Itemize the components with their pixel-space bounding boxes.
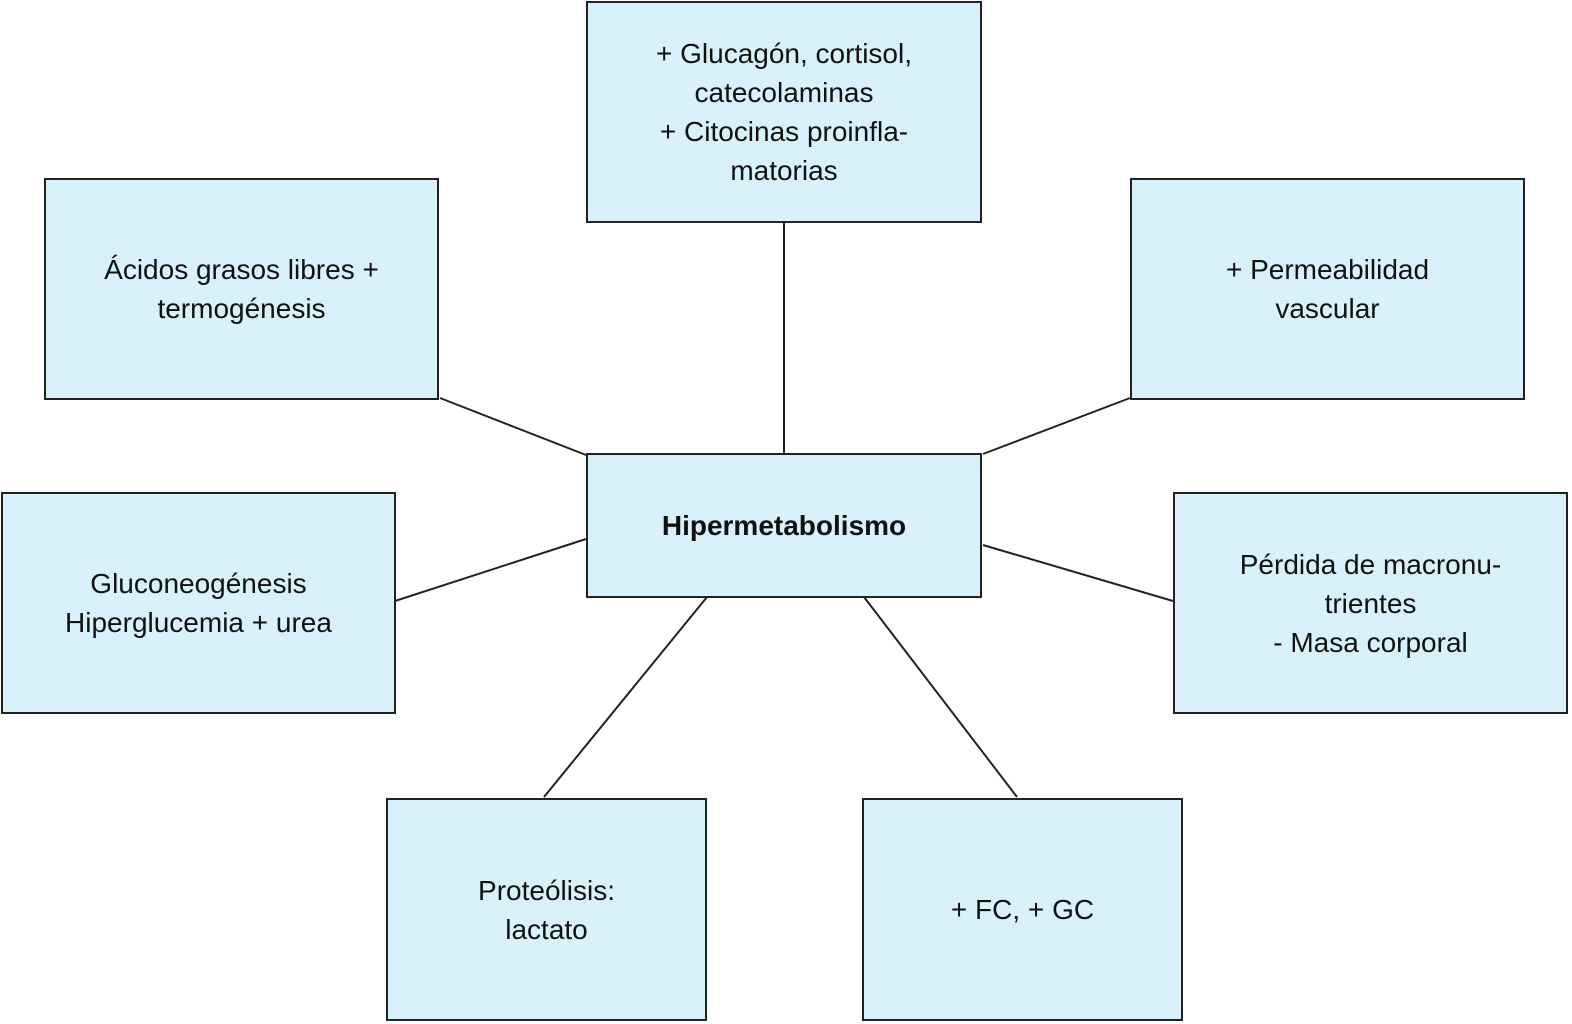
node-top-label: + Glucagón, cortisol, catecolaminas + Ci…	[655, 38, 913, 186]
node-top-left-label: Ácidos grasos libres + termogénesis	[104, 254, 379, 324]
connector-right	[982, 544, 1174, 602]
connector-bottom-left	[543, 596, 708, 798]
connector-top-left	[439, 397, 587, 456]
node-right-label: Pérdida de macronu- trientes - Masa corp…	[1239, 548, 1502, 658]
node-left-label: Gluconeogénesis Hiperglucemia + urea	[65, 568, 332, 638]
node-top-right-label: + Permeabilidad vascular	[1225, 254, 1430, 324]
node-center-label: Hipermetabolismo	[661, 510, 907, 541]
node-bottom-right: + FC, + GC	[862, 798, 1183, 1021]
node-right: Pérdida de macronu- trientes - Masa corp…	[1173, 492, 1568, 714]
node-bottom-right-label: + FC, + GC	[950, 894, 1095, 925]
node-left: Gluconeogénesis Hiperglucemia + urea	[1, 492, 396, 714]
node-bottom-left: Proteólisis: lactato	[386, 798, 707, 1021]
node-bottom-left-label: Proteólisis: lactato	[478, 874, 615, 945]
connector-left	[394, 538, 587, 602]
connector-top-right	[982, 397, 1131, 455]
connector-bottom-right	[863, 596, 1018, 798]
node-top-left: Ácidos grasos libres + termogénesis	[44, 178, 439, 400]
node-top-right: + Permeabilidad vascular	[1130, 178, 1525, 400]
node-top: + Glucagón, cortisol, catecolaminas + Ci…	[586, 1, 982, 223]
node-center: Hipermetabolismo	[586, 453, 982, 598]
